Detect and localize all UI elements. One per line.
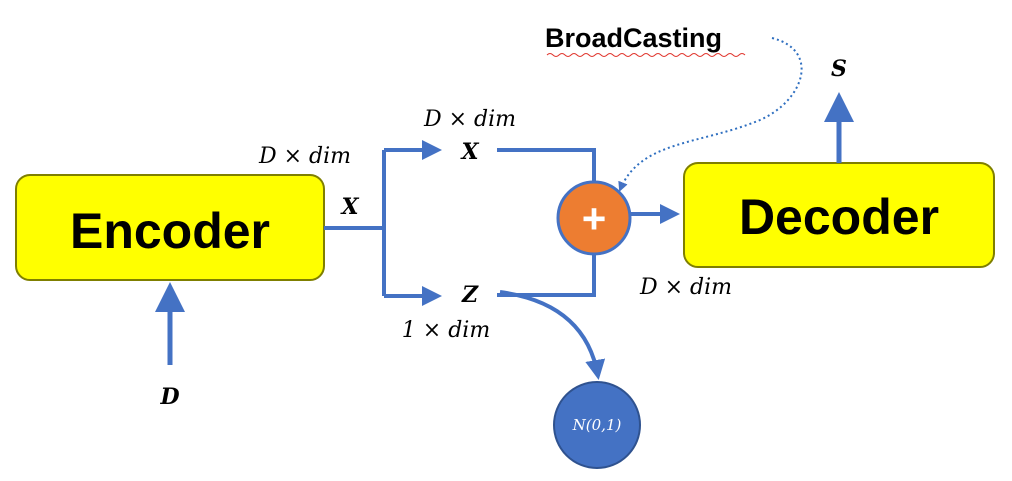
sum-dim-label: D × dim — [639, 275, 732, 300]
top-to-plus-line — [497, 148, 596, 193]
input-label: D — [159, 384, 179, 410]
output-label: S — [831, 56, 847, 82]
encoder-out-var-label: X — [339, 194, 359, 220]
bottom-var-label: Z — [461, 282, 479, 308]
bottom-dim-label: 1 × dim — [402, 318, 490, 343]
broadcasting-dotted-arrow — [618, 37, 803, 192]
bottom-to-plus-line — [497, 244, 596, 297]
normal-distribution-circle — [553, 381, 641, 469]
plus-operator-symbol: + — [582, 195, 607, 242]
z-to-normal-arrow — [499, 290, 606, 380]
broadcasting-note: BroadCasting — [545, 23, 722, 53]
top-var-label: X — [459, 139, 479, 165]
broadcasting-squiggle-underline — [546, 53, 746, 57]
encoder-label: Encoder — [70, 203, 270, 259]
normal-distribution-label: N(0,1) — [572, 416, 622, 434]
encoder-out-dim-label: D × dim — [258, 144, 351, 169]
plus-operator-circle — [556, 180, 632, 256]
top-dim-label: D × dim — [423, 107, 516, 132]
decoder-label: Decoder — [739, 189, 939, 245]
